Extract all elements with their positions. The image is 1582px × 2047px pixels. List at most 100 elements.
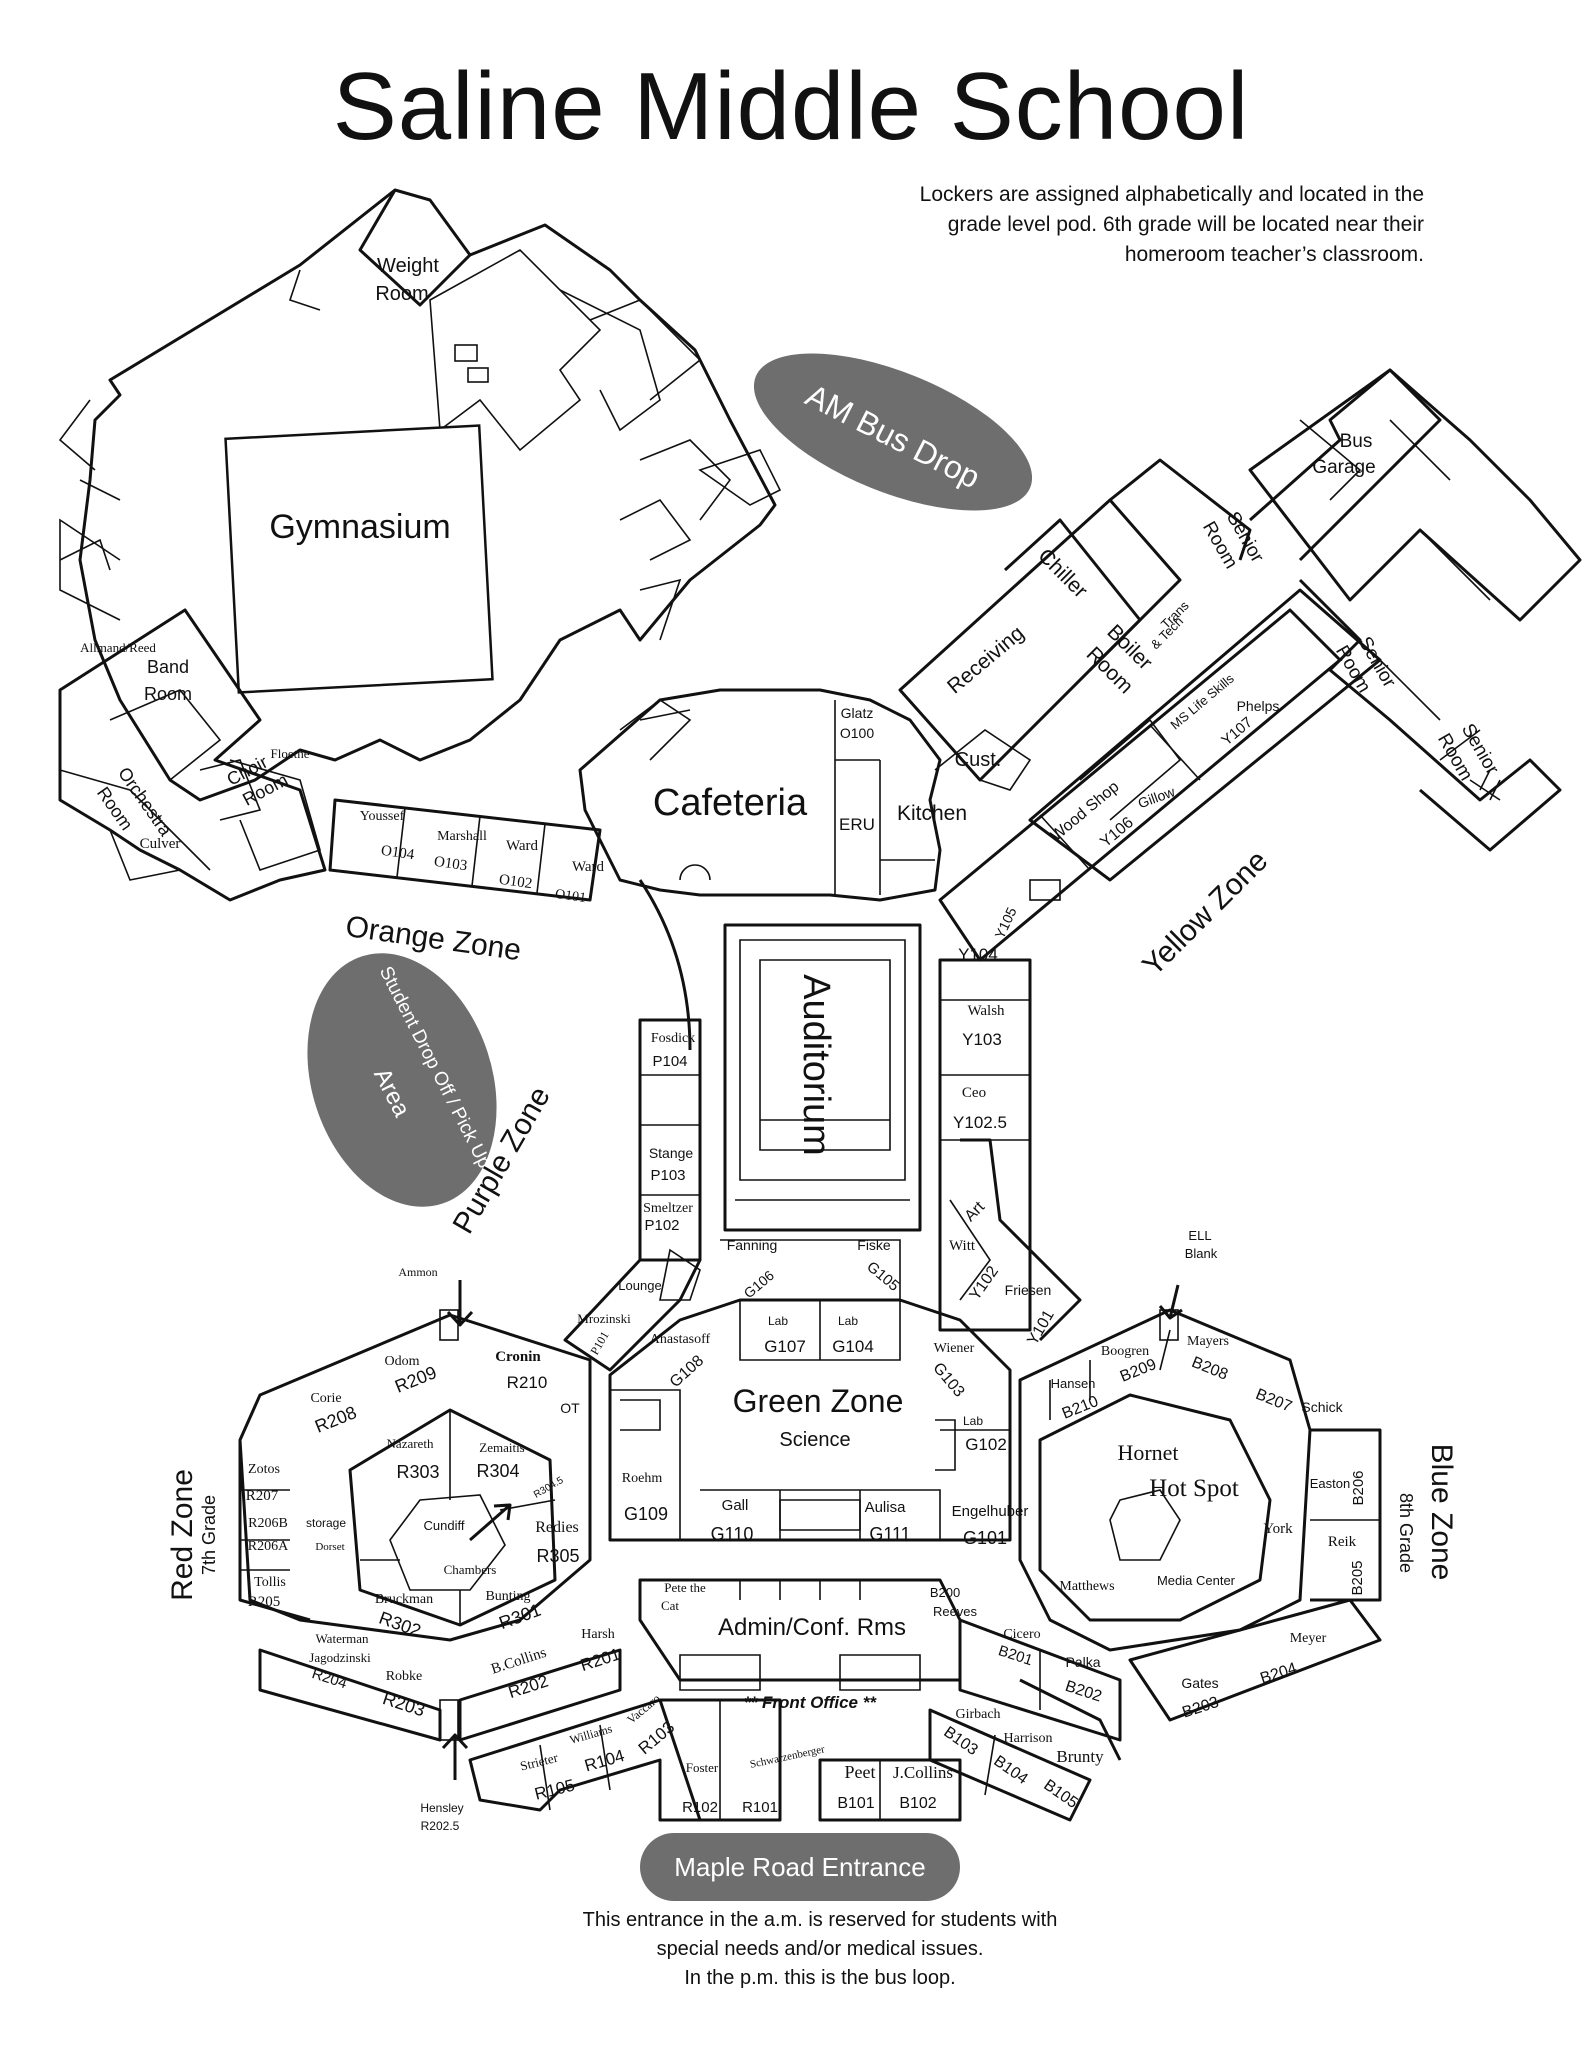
room-number: O101 [554, 887, 587, 906]
witt-label: Witt [949, 1238, 976, 1254]
green-zone-subtitle: Science [779, 1429, 850, 1451]
g103-label: G103 [929, 1360, 967, 1401]
weight-room-label: Weight [377, 255, 439, 277]
gall-label: Gall [722, 1497, 749, 1514]
cafeteria-wing [578, 688, 1032, 1051]
o100-label: O100 [840, 725, 874, 741]
gates-label: Gates [1181, 1675, 1218, 1691]
floethe-label: Floethe [271, 746, 310, 761]
r204-label: R204 [310, 1665, 349, 1692]
waterman-label: Waterman [315, 1631, 369, 1646]
red-zone-label: Red Zone [166, 1469, 199, 1601]
robke-label: Robke [386, 1669, 423, 1684]
ceo-label: Ceo [962, 1085, 986, 1101]
r202-label: R202 [506, 1671, 551, 1702]
harrison-label: Harrison [1004, 1731, 1053, 1746]
room-number: O102 [498, 872, 533, 892]
band-room-label: Room [144, 684, 192, 704]
meyer-label: Meyer [1290, 1631, 1327, 1646]
hot-spot-label: Hot Spot [1149, 1475, 1239, 1502]
p102-label: P102 [644, 1217, 679, 1234]
r101-label: R101 [742, 1799, 778, 1816]
locker-note: Lockers are assigned alphabetically and … [800, 180, 1424, 270]
room-number: O104 [380, 843, 416, 864]
g111-label: G111 [869, 1524, 910, 1544]
palka-label: Palka [1065, 1654, 1100, 1670]
locker-note-line: Lockers are assigned alphabetically and … [919, 183, 1424, 206]
anastasoff-label: Anastasoff [650, 1332, 711, 1347]
ammon-label: Ammon [398, 1265, 437, 1279]
g105-label: G105 [863, 1258, 902, 1295]
r302-label: R302 [376, 1608, 423, 1642]
tollis-label: Tollis [254, 1575, 286, 1590]
brunty-label: Brunty [1056, 1747, 1104, 1766]
b105-label: B105 [1040, 1777, 1080, 1812]
y105-label: Y105 [991, 904, 1019, 941]
reik-label: Reik [1328, 1534, 1357, 1550]
yellow-zone-label: Yellow Zone [1136, 844, 1274, 982]
p103-label: P103 [650, 1167, 685, 1184]
orange-zone-rooms [328, 798, 602, 902]
entrance-note-line: In the p.m. this is the bus loop. [684, 1967, 956, 1989]
lab-label: Lab [963, 1414, 983, 1428]
hansen-label: Hansen [1051, 1376, 1096, 1391]
aulisa-label: Aulisa [865, 1499, 907, 1516]
room-teacher: Ward [506, 838, 539, 854]
g102-label: G102 [965, 1435, 1007, 1454]
ell-label: ELL [1188, 1228, 1211, 1243]
green-zone-rooms [608, 1239, 1012, 1542]
blue-zone-label: Blue Zone [1425, 1444, 1458, 1581]
r206b-label: R206B [248, 1516, 288, 1531]
room-teacher: Ward [572, 859, 605, 875]
blank-label: Blank [1185, 1246, 1218, 1261]
media-center-label: Media Center [1157, 1573, 1236, 1588]
walsh-label: Walsh [967, 1003, 1005, 1019]
kitchen-label: Kitchen [897, 802, 967, 825]
cust-label: Cust. [955, 749, 1002, 771]
wiener-label: Wiener [934, 1341, 975, 1356]
odom-label: Odom [385, 1354, 420, 1369]
b204-label: B204 [1258, 1660, 1299, 1688]
chiller-label: Chiller [1033, 544, 1091, 602]
r105-label: R105 [533, 1776, 577, 1804]
dorset-label: Dorset [315, 1541, 344, 1553]
front-office-label: ** Front Office ** [744, 1693, 877, 1712]
art-label: Art [962, 1198, 989, 1225]
corie-label: Corie [310, 1391, 341, 1406]
harsh-label: Harsh [581, 1627, 614, 1642]
b104-label: B104 [990, 1753, 1030, 1788]
fiske-label: Fiske [857, 1237, 891, 1253]
blue-zone-subtitle: 8th Grade [1396, 1493, 1416, 1573]
bus-garage-label: Bus [1340, 431, 1373, 452]
room-teacher: Youssef [360, 809, 405, 824]
schick-label: Schick [1301, 1399, 1343, 1415]
r208-label: R208 [312, 1402, 359, 1437]
b202-label: B202 [1063, 1678, 1104, 1706]
engelhuber-label: Engelhuber [952, 1503, 1029, 1520]
purple-zone-rooms [563, 1018, 702, 1372]
auditorium-block [723, 923, 922, 1232]
b200-label: B200 [930, 1585, 960, 1600]
p104-label: P104 [652, 1053, 687, 1070]
schwarzenberger-label: Schwarzenberger [749, 1743, 826, 1771]
redies-label: Redies [535, 1519, 579, 1536]
pete-the-cat-label: Cat [661, 1598, 679, 1613]
boogren-label: Boogren [1101, 1344, 1149, 1359]
pete-the-cat-label: Pete the [664, 1580, 706, 1595]
jagodzinski-label: Jagodzinski [309, 1650, 371, 1665]
gymnasium-label: Gymnasium [269, 508, 450, 546]
y1025-label: Y102.5 [953, 1113, 1007, 1132]
lab-label: Lab [768, 1314, 788, 1328]
bus-drop-oval [753, 353, 1033, 511]
easton-label: Easton [1310, 1476, 1350, 1491]
culver-label: Culver [140, 836, 181, 852]
nazareth-label: Nazareth [387, 1436, 434, 1451]
lounge-label: Lounge [618, 1278, 661, 1293]
g107-label: G107 [764, 1337, 806, 1356]
york-label: York [1263, 1521, 1293, 1537]
zotos-label: Zotos [248, 1462, 280, 1477]
b208-label: B208 [1189, 1354, 1230, 1384]
student-drop-oval [307, 953, 497, 1207]
r203-label: R203 [380, 1688, 427, 1720]
